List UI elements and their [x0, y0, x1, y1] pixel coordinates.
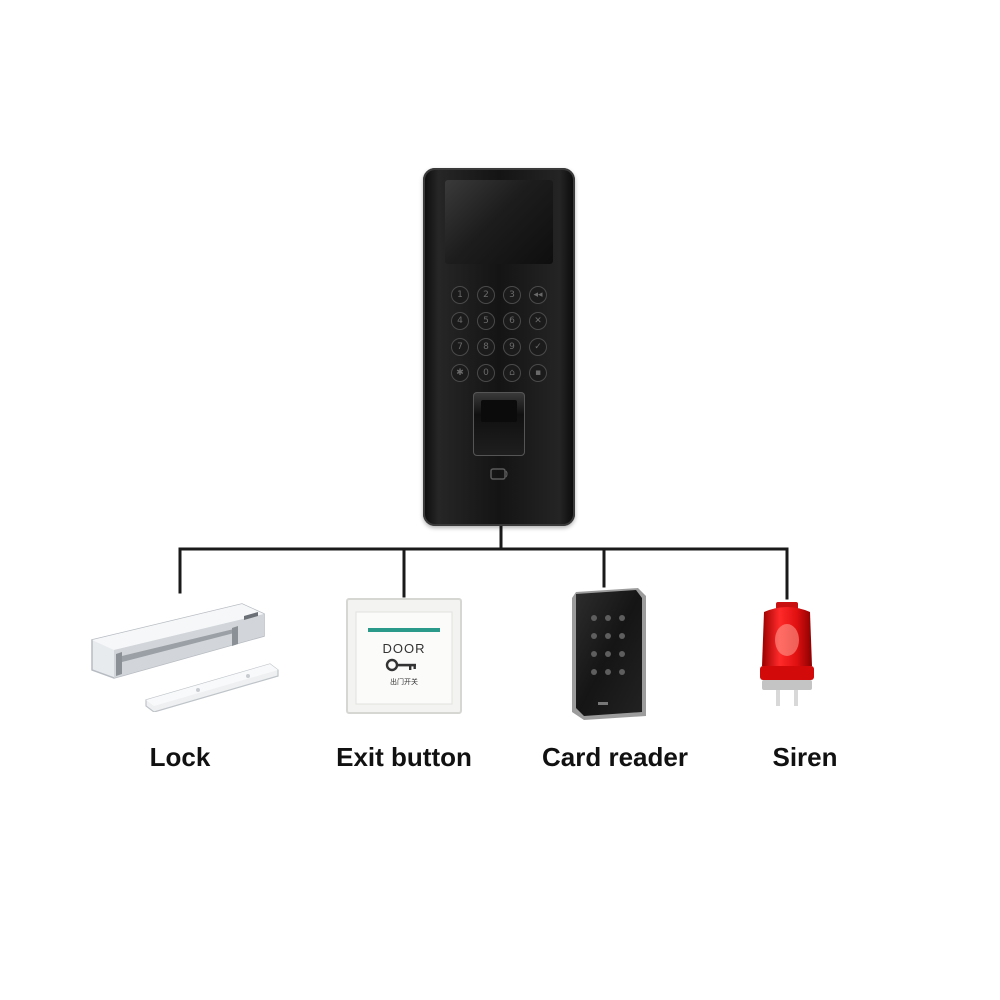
- card-reader-key-dot: [591, 633, 597, 639]
- key-icon: [385, 658, 416, 672]
- exit-button-icon: DOOR 出门开关: [346, 598, 462, 714]
- card-reader-key-dot: [605, 615, 611, 621]
- device-label-card-reader: Card reader: [542, 742, 688, 772]
- card-reader-key-dot: [605, 651, 611, 657]
- device-label-lock: Lock: [149, 742, 211, 772]
- keypad-key: ▪: [529, 364, 547, 382]
- keypad-key: ✓: [529, 338, 547, 356]
- card-reader-keypad: [591, 615, 625, 675]
- exit-button-door-text: DOOR: [383, 641, 426, 656]
- keypad-key: 5: [477, 312, 495, 330]
- device-label-siren: Siren: [772, 742, 838, 772]
- card-reader-key-dot: [605, 633, 611, 639]
- fingerprint-sensor-icon: [473, 392, 525, 456]
- keypad-key: ✕: [529, 312, 547, 330]
- keypad-key: 4: [451, 312, 469, 330]
- device-label-exit-button: Exit button: [336, 742, 472, 772]
- keypad-key: 0: [477, 364, 495, 382]
- card-reader-key-dot: [591, 615, 597, 621]
- keypad-key: 8: [477, 338, 495, 356]
- card-reader-key-dot: [619, 651, 625, 657]
- card-reader-key-dot: [619, 615, 625, 621]
- keypad-key: ✱: [451, 364, 469, 382]
- card-reader-key-dot: [591, 669, 597, 675]
- siren-icon: [760, 602, 814, 706]
- card-reader-key-dot: [619, 633, 625, 639]
- fingerprint-window: [481, 400, 517, 422]
- keypad-key: 2: [477, 286, 495, 304]
- card-reader-key-dot: [605, 669, 611, 675]
- keypad-key: ⌂: [503, 364, 521, 382]
- keypad-key: ◂◂: [529, 286, 547, 304]
- card-reader-key-dot: [591, 651, 597, 657]
- keypad-key: 6: [503, 312, 521, 330]
- exit-button-subtext: 出门开关: [390, 677, 418, 686]
- terminal-screen: [445, 180, 553, 264]
- keypad-key: 1: [451, 286, 469, 304]
- card-tap-icon: [490, 468, 508, 480]
- keypad-key: 9: [503, 338, 521, 356]
- keypad-key: 7: [451, 338, 469, 356]
- keypad-key: 3: [503, 286, 521, 304]
- card-reader-key-dot: [619, 669, 625, 675]
- card-reader-icon: [572, 588, 646, 720]
- magnetic-lock-icon: [91, 603, 279, 712]
